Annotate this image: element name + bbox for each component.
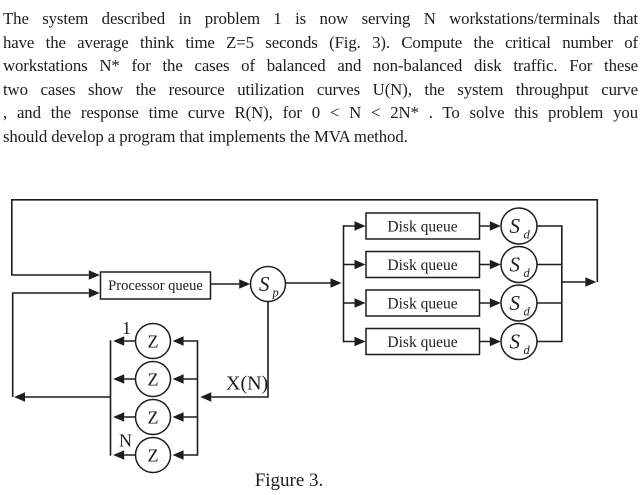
sd-circle-4 bbox=[500, 322, 538, 361]
arrow-into-sd-2 bbox=[489, 259, 501, 270]
sd-subscript-2: d bbox=[524, 266, 531, 280]
sd-circle-3 bbox=[500, 284, 538, 322]
sp-label: S bbox=[259, 272, 270, 296]
arrow-into-z-3 bbox=[172, 412, 184, 422]
z-label-2: Z bbox=[148, 370, 159, 390]
z-circle-3 bbox=[134, 398, 172, 436]
arrow-z-out-1 bbox=[113, 336, 125, 346]
sp-subscript: p bbox=[272, 286, 279, 300]
text-line-4: two cases show the resource utilization … bbox=[3, 79, 638, 99]
sd-subscript-1: d bbox=[524, 228, 531, 242]
throughput-label: X(N) bbox=[226, 373, 268, 395]
disk-queue-box-4 bbox=[365, 327, 481, 356]
arrow-into-disk-3 bbox=[354, 298, 366, 308]
arrow-into-z-4 bbox=[172, 450, 184, 460]
sd-label-1: S bbox=[510, 214, 521, 238]
feedback-top-path bbox=[11, 199, 599, 282]
z-label-4: Z bbox=[148, 446, 159, 466]
figure-caption: Figure 3. bbox=[255, 470, 324, 491]
text-line-2: have the average think time Z=5 seconds … bbox=[3, 32, 638, 52]
z-to-bank-stubs bbox=[124, 340, 136, 456]
diagram-arrowheads bbox=[14, 221, 597, 460]
arrow-into-sp bbox=[239, 279, 251, 289]
disk-row-2: Disk queue S d bbox=[365, 245, 538, 284]
bank-to-z-stubs bbox=[183, 340, 198, 456]
arrow-merge-out bbox=[585, 277, 597, 287]
arrow-into-processor-top bbox=[88, 270, 100, 280]
disk-queue-label-1: Disk queue bbox=[387, 219, 457, 236]
sp-circle bbox=[249, 265, 287, 303]
text-line-1: The system described in problem 1 is now… bbox=[3, 9, 638, 28]
disk-queue-label-2: Disk queue bbox=[387, 257, 457, 274]
disk-queue-label-3: Disk queue bbox=[387, 296, 457, 313]
z-label-1: Z bbox=[148, 332, 159, 352]
terminal-first-index-label: 1 bbox=[122, 318, 131, 338]
z-circle-1 bbox=[134, 322, 172, 360]
disk-queue-box-1 bbox=[365, 212, 481, 240]
z-circle-2 bbox=[134, 360, 172, 398]
disk-queue-label-4: Disk queue bbox=[387, 334, 457, 351]
text-line-3: workstations N* for the cases of balance… bbox=[3, 56, 638, 76]
processor-service-node: S p bbox=[249, 265, 287, 303]
sd-label-4: S bbox=[510, 330, 521, 354]
disk-row-1: Disk queue S d bbox=[365, 207, 538, 245]
z-circle-4 bbox=[134, 436, 172, 474]
arrow-xn-into-bank bbox=[200, 392, 212, 402]
disk-to-sd-stubs bbox=[479, 225, 490, 343]
processor-queue-label: Processor queue bbox=[108, 278, 203, 294]
sd-to-merge-stubs bbox=[537, 225, 562, 343]
text-line-6: should develop a program that implements… bbox=[3, 126, 408, 146]
sd-label-2: S bbox=[510, 253, 521, 277]
terminal-bank: 1 N Z Z Z Z bbox=[119, 318, 172, 474]
problem-statement: The system described in problem 1 is now… bbox=[3, 7, 638, 149]
processor-queue-node: Processor queue bbox=[99, 271, 212, 300]
arrow-into-z-2 bbox=[172, 374, 184, 384]
figure-3-diagram: Processor queue S p Disk queue S d Disk … bbox=[11, 199, 599, 491]
terminal-last-index-label: N bbox=[119, 431, 132, 451]
arrow-into-disk-4 bbox=[354, 336, 366, 347]
arrow-into-sd-4 bbox=[489, 336, 501, 347]
arrow-z-out-3 bbox=[113, 412, 125, 422]
disk-queue-box-2 bbox=[365, 250, 481, 279]
sd-circle-1 bbox=[500, 207, 538, 245]
sd-circle-2 bbox=[500, 245, 538, 284]
arrow-into-disk-2 bbox=[354, 259, 366, 270]
arrow-z-out-4 bbox=[113, 450, 125, 460]
terminal-return-up bbox=[11, 292, 89, 397]
sd-label-3: S bbox=[510, 291, 521, 315]
arrow-into-z-1 bbox=[172, 336, 184, 346]
text-line-5: , and the response time curve R(N), for … bbox=[3, 103, 638, 123]
xn-tap-path bbox=[211, 301, 269, 398]
sd-subscript-4: d bbox=[524, 343, 531, 357]
z-label-3: Z bbox=[148, 408, 159, 428]
arrow-z-out-2 bbox=[113, 374, 125, 384]
arrow-return-corner bbox=[14, 392, 25, 402]
sd-subscript-3: d bbox=[524, 305, 531, 319]
arrow-into-processor-bottom bbox=[88, 288, 100, 298]
processor-queue-box bbox=[99, 271, 212, 300]
arrow-into-sd-1 bbox=[489, 221, 501, 231]
disk-row-4: Disk queue S d bbox=[365, 322, 538, 361]
arrow-into-fanout bbox=[330, 278, 342, 288]
fanout-stubs bbox=[343, 225, 355, 343]
arrow-into-disk-1 bbox=[354, 221, 366, 231]
diagram-paths bbox=[11, 199, 599, 456]
disk-row-3: Disk queue S d bbox=[365, 284, 538, 322]
arrow-into-sd-3 bbox=[489, 298, 501, 308]
disk-queue-box-3 bbox=[365, 289, 481, 317]
